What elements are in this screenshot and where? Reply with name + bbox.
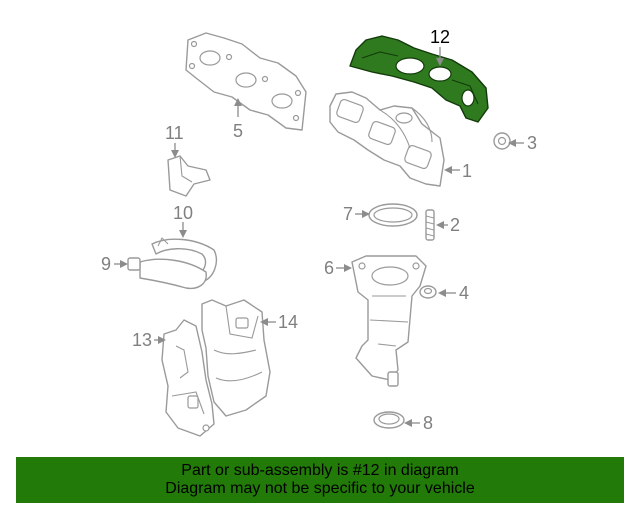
callout-8: 8 — [423, 413, 433, 433]
part-12-heat-shield[interactable] — [349, 35, 489, 123]
part-8-gasket[interactable] — [373, 411, 405, 429]
callout-9: 9 — [101, 254, 111, 274]
callout-14: 14 — [278, 312, 298, 332]
banner-line-2: Diagram may not be specific to your vehi… — [165, 480, 475, 497]
callout-leaders — [114, 47, 524, 427]
part-2-stud[interactable] — [425, 209, 435, 241]
part-13-heat-shield-lower[interactable] — [161, 319, 215, 437]
info-banner: Part or sub-assembly is #12 in diagram D… — [16, 457, 624, 503]
callout-numbers: 1 2 3 4 5 6 7 8 9 10 11 12 13 14 — [101, 27, 537, 433]
callout-3: 3 — [527, 133, 537, 153]
callout-5: 5 — [233, 121, 243, 141]
part-11-bracket[interactable] — [167, 155, 211, 197]
part-3-nut[interactable] — [493, 132, 511, 150]
part-7-gasket[interactable] — [368, 203, 418, 227]
callout-6: 6 — [324, 258, 334, 278]
callout-13: 13 — [132, 330, 152, 350]
callout-1: 1 — [462, 161, 472, 181]
part-6-catalytic-converter[interactable] — [351, 255, 427, 387]
part-9-clamp-bolt[interactable] — [127, 257, 141, 271]
banner-line-1: Part or sub-assembly is #12 in diagram — [181, 462, 459, 479]
part-14-lower-heat-shield-upper[interactable] — [201, 299, 271, 417]
callout-11: 11 — [165, 123, 184, 143]
callout-12: 12 — [430, 27, 450, 47]
part-5-manifold-gasket[interactable] — [185, 32, 307, 131]
parts-diagram: 1 2 3 4 5 6 7 8 9 10 11 12 13 14 — [101, 27, 537, 437]
callout-4: 4 — [459, 283, 469, 303]
part-10-clamp[interactable] — [139, 237, 218, 290]
part-1-exhaust-manifold[interactable] — [329, 91, 445, 187]
callout-10: 10 — [173, 203, 193, 223]
callout-2: 2 — [450, 215, 460, 235]
callout-7: 7 — [343, 204, 353, 224]
part-4-nut[interactable] — [419, 285, 437, 299]
